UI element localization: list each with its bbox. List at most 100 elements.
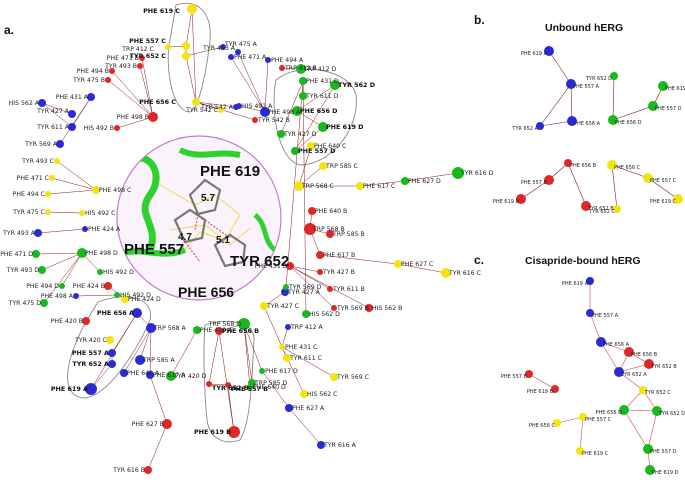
node-label-tyr-652-b: TYR 652 B <box>650 364 677 370</box>
node-tyr-569-b <box>331 305 337 311</box>
edge-n49-n50 <box>139 327 152 361</box>
node-label-tyr-652-c: TYR 652 C <box>130 52 167 60</box>
node-phe-617-d <box>259 368 265 374</box>
helix-ribbon <box>128 154 160 252</box>
node-label-tyr-542-b: TYR 542 B <box>257 117 290 124</box>
node-label-phe-424-b: PHE 424 B <box>73 283 105 290</box>
node-tyr-493-d <box>38 266 46 274</box>
node-phe-557-c <box>643 173 653 183</box>
node-tyr-420-c <box>106 336 114 344</box>
node-label-tyr-616-b: TYR 616 B <box>112 467 145 474</box>
edge-n57-n62 <box>243 323 253 384</box>
node-label-tyr-652-a: TYR 652 A <box>511 126 538 132</box>
node-trp-568-c <box>294 181 304 191</box>
edge-b2-b4 <box>539 83 572 127</box>
node-phe-656-b <box>564 159 572 167</box>
node-label-phe-557-b: PHE 557 B <box>231 385 268 393</box>
node-label-his-492-c: HIS 492 C <box>85 210 115 217</box>
edge-n58-n59 <box>208 330 220 385</box>
edge-n68-n69 <box>263 305 283 348</box>
node-tyr-652-b <box>644 359 654 369</box>
edge-n78-n80 <box>296 110 324 128</box>
node-trp-412-a <box>285 324 291 330</box>
edge-b13-b14 <box>611 164 649 179</box>
edge-n84-n83 <box>298 165 324 187</box>
node-phe-471-d <box>32 250 40 258</box>
edge-n20-n11 <box>107 79 154 118</box>
node-trp-585-b <box>326 230 334 238</box>
node-phe-424-d <box>121 295 129 303</box>
node-label-tyr-420-d: TYR 420 D <box>173 373 207 380</box>
node-label-trp-585-c: TRP 585 C <box>325 163 358 170</box>
node-label-tyr-493-c: TYR 493 C <box>21 158 54 165</box>
node-his-562-a <box>38 99 46 107</box>
node-label-trp-568-a: TRP 568 A <box>153 325 187 332</box>
node-tyr-611-b <box>327 286 333 292</box>
node-label-phe-619-a: PHE 619 A <box>562 281 589 287</box>
phe-ring <box>173 208 207 244</box>
node-label-tyr-569-c: TYR 569 C <box>336 374 369 381</box>
edge-n3-n5 <box>185 46 224 57</box>
edge-n69-n70 <box>263 291 286 307</box>
node-tyr-562-d <box>330 80 340 90</box>
node-label-tyr-652-c: TYR 652 C <box>588 209 615 215</box>
node-tyr-427-a <box>281 288 289 296</box>
node-phe-494-b <box>109 68 115 74</box>
node-label-tyr-616-c: TYR 616 C <box>448 270 481 277</box>
node-phe-619-c <box>576 447 584 455</box>
edge-n36-n35 <box>35 252 83 255</box>
node-label-phe-640-d: PHE 640 D <box>253 384 286 391</box>
node-label-phe-627-c: PHE 627 C <box>401 261 433 268</box>
node-label-phe-431-c: PHE 431 C <box>285 344 317 351</box>
node-label-phe-656-c: PHE 656 C <box>529 423 556 429</box>
node-tyr-616-b <box>144 466 152 474</box>
node-tyr-611-c <box>283 354 291 362</box>
edge-c7-c8 <box>528 373 556 390</box>
edge-n36-n40 <box>43 252 83 304</box>
node-tyr-493-c <box>54 158 60 164</box>
node-tyr-652-b <box>581 201 591 211</box>
node-phe-494-d <box>59 283 65 289</box>
edge-n91-n92 <box>319 254 399 265</box>
node-tyr-475-b <box>105 77 111 83</box>
node-label-phe-498-d: PHE 498 D <box>85 250 118 257</box>
node-label-phe-498-a: PHE 498 A <box>41 293 74 300</box>
node-label-phe-656-a: PHE 656 A <box>97 309 134 317</box>
node-phe-656-d <box>608 115 618 125</box>
node-label-tyr-427-a: TYR 427 A <box>36 108 70 115</box>
node-tyr-427-a <box>68 110 76 118</box>
node-label-phe-471-b: PHE 471 B <box>107 55 139 62</box>
edge-b1-b2 <box>548 50 572 85</box>
edge-n81-n75 <box>294 84 336 152</box>
node-tyr-652-c <box>613 205 621 213</box>
edge-n49-n51 <box>123 327 152 374</box>
edge-n53-n54 <box>147 423 168 471</box>
node-label-phe-627-d: PHE 627 D <box>408 178 441 185</box>
edge-n94-n96 <box>289 265 331 290</box>
node-label-phe-640-b: PHE 640 B <box>315 208 347 215</box>
node-phe-557-a <box>108 349 116 357</box>
edge-n63-n71 <box>261 370 290 409</box>
node-tyr-475-c <box>45 209 51 215</box>
node-phe-656-d <box>292 106 302 116</box>
node-label-tyr-616-a: TYR 616 A <box>323 442 357 449</box>
node-phe-656-a <box>567 116 577 126</box>
node-label-phe-557-b: PHE 557 B <box>521 180 548 186</box>
node-tyr-569-a <box>56 140 64 148</box>
node-phe-498-d <box>77 248 87 258</box>
node-phe-640-d <box>247 384 253 390</box>
node-label-tyr-652-b: TYR 652 B <box>212 384 249 392</box>
node-label-phe-498-b: PHE 498 B <box>117 114 149 121</box>
node-label-tyr-562-d: TYR 562 D <box>338 81 375 89</box>
node-tyr-427-c <box>260 302 268 310</box>
node-phe-494-a <box>265 57 271 63</box>
node-label-phe-471-c: PHE 471 C <box>17 175 49 182</box>
node-phe-557-b <box>544 175 554 185</box>
node-phe-424-a <box>82 226 88 232</box>
edge-n30-n27 <box>56 160 97 191</box>
inset-structure: PHE 619 PHE 557 TYR 652 PHE 656 5.7 4.7 … <box>116 135 289 301</box>
node-label-tyr-475-b: TYR 475 B <box>72 77 105 84</box>
node-label-phe-617-a: PHE 617 A <box>153 372 186 379</box>
